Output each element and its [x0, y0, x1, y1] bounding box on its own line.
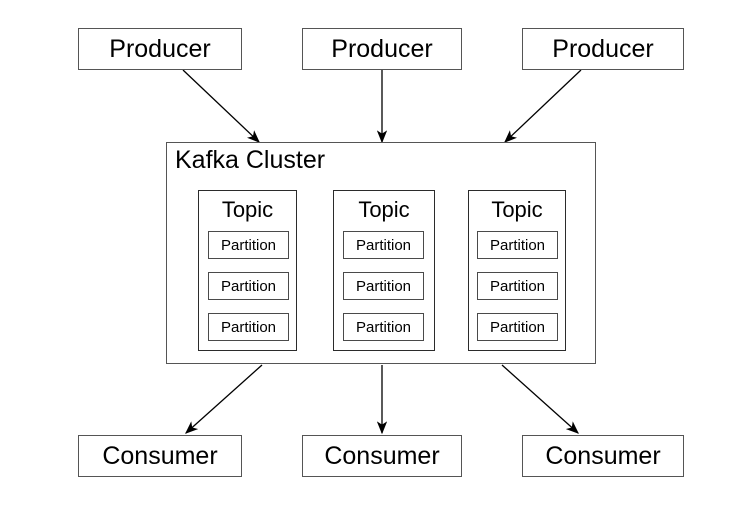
topic-label-1: Topic [221, 197, 274, 222]
consumer-box-2[interactable]: Consumer [302, 435, 462, 477]
producer-box-1[interactable]: Producer [78, 28, 242, 70]
consumer-label-3: Consumer [545, 441, 661, 470]
partition-label-3-1: Partition [489, 236, 546, 254]
topic-label-2: Topic [358, 197, 410, 222]
producer-label-2: Producer [331, 34, 433, 63]
producer-box-3[interactable]: Producer [522, 28, 684, 70]
producer-label-1: Producer [109, 34, 211, 63]
partition-box-1-1[interactable]: Partition [208, 231, 289, 259]
partition-label-2-1: Partition [355, 236, 412, 254]
cluster-to-consumer-1 [185, 364, 263, 434]
partition-label-2-3: Partition [355, 318, 412, 336]
partition-box-3-2[interactable]: Partition [477, 272, 558, 300]
consumer-box-1[interactable]: Consumer [78, 435, 242, 477]
producer-1-to-cluster [182, 69, 260, 143]
partition-box-3-3[interactable]: Partition [477, 313, 558, 341]
partition-label-3-3: Partition [489, 318, 546, 336]
partition-box-2-3[interactable]: Partition [343, 313, 424, 341]
cluster-to-consumer-3 [501, 364, 579, 434]
partition-box-3-1[interactable]: Partition [477, 231, 558, 259]
producer-3-to-cluster [504, 69, 582, 143]
partition-box-1-3[interactable]: Partition [208, 313, 289, 341]
kafka-cluster-label: Kafka Cluster [175, 146, 326, 174]
consumer-box-3[interactable]: Consumer [522, 435, 684, 477]
partition-box-1-2[interactable]: Partition [208, 272, 289, 300]
partition-label-1-3: Partition [220, 318, 277, 336]
partition-label-3-2: Partition [489, 277, 546, 295]
partition-label-1-1: Partition [220, 236, 277, 254]
partition-label-2-2: Partition [355, 277, 412, 295]
partition-label-1-2: Partition [220, 277, 277, 295]
producer-box-2[interactable]: Producer [302, 28, 462, 70]
partition-box-2-2[interactable]: Partition [343, 272, 424, 300]
producer-label-3: Producer [552, 34, 654, 63]
consumer-label-1: Consumer [102, 441, 218, 470]
topic-label-3: Topic [491, 197, 543, 222]
partition-box-2-1[interactable]: Partition [343, 231, 424, 259]
consumer-label-2: Consumer [324, 441, 440, 470]
